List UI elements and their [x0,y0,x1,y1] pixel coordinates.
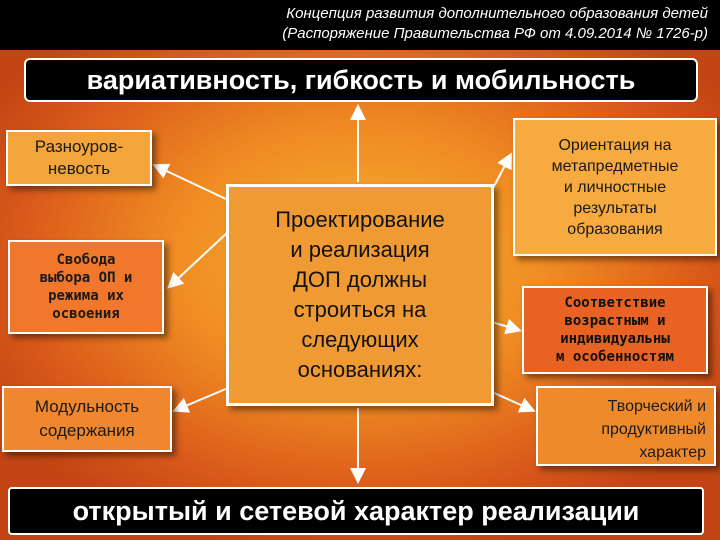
arrow-to-right-2 [491,318,522,335]
top-banner: вариативность, гибкость и мобильность [24,58,698,102]
box-modularity: Модульность содержания [2,386,172,452]
box-line: содержания [39,421,135,440]
box-line: образования [567,220,663,238]
box-line: Свобода [56,252,116,268]
arrow-to-right-1 [491,152,512,191]
box-line: освоения [52,306,120,322]
center-line: основаниях: [297,357,423,382]
center-box: Проектирование и реализация ДОП должны с… [226,184,494,406]
box-age-individual: Соответствие возрастным и индивидуальны … [522,286,708,374]
box-line: характер [639,444,706,461]
box-line: возрастным и [564,313,666,329]
box-line: метапредметные [551,157,679,175]
box-line: Творческий и [607,398,706,415]
center-line: следующих [301,327,419,352]
slide-header: Концепция развития дополнительного образ… [0,0,720,50]
arrow-to-left-2 [167,231,229,289]
box-multilevel: Разноуров- невость [6,130,152,186]
box-line: Разноуров- [34,137,124,156]
box-line: и личностные [563,178,667,196]
box-line: Модульность [34,397,140,416]
center-line: Проектирование [275,207,445,232]
box-line: выбора ОП и [39,270,133,286]
bottom-banner: открытый и сетевой характер реализации [8,487,704,535]
box-line: невость [47,159,111,178]
box-line: Ориентация на [558,136,672,154]
arrow-to-left-3 [172,387,229,413]
box-line: м особенностям [555,349,674,365]
arrow-to-left-1 [152,163,229,201]
header-title-line2: (Распоряжение Правительства РФ от 4.09.2… [282,25,708,42]
box-line: результаты [573,199,657,217]
center-line: строиться на [293,297,427,322]
box-line: режима их [48,288,124,304]
box-line: продуктивный [601,421,706,438]
box-orientation-results: Ориентация на метапредметные и личностны… [513,118,717,256]
box-line: индивидуальны [560,331,670,347]
box-creative-productive: Творческий и продуктивный характер [536,386,716,466]
center-line: и реализация [290,237,430,262]
header-title-line1: Концепция развития дополнительного образ… [286,5,708,22]
box-line: Соответствие [564,295,666,311]
center-line: ДОП должны [292,267,428,292]
box-freedom-of-choice: Свобода выбора ОП и режима их освоения [8,240,164,334]
arrow-to-right-3 [491,391,536,413]
